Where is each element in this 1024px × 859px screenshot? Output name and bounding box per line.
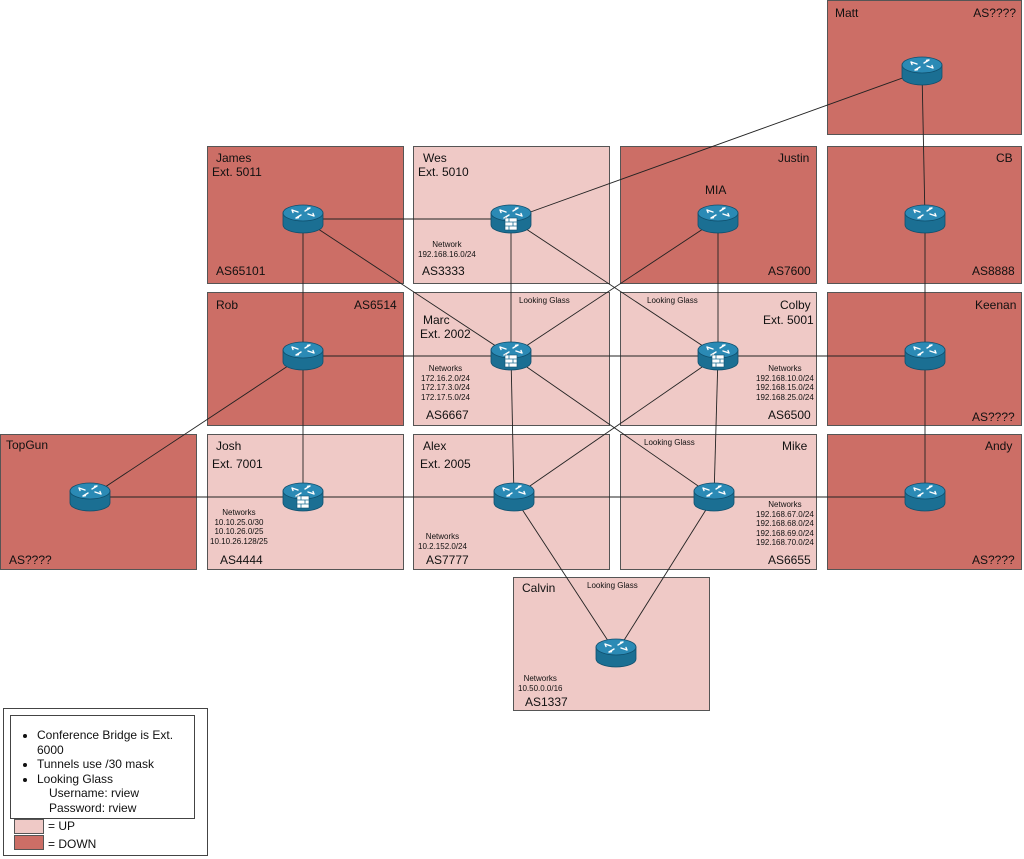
box-networks-colby: Networks 192.168.10.0/24 192.168.15.0/24…	[756, 364, 814, 402]
router-icon-matt[interactable]	[899, 54, 945, 93]
box-as-cb: AS8888	[972, 264, 1015, 278]
legend-swatch-up	[14, 819, 44, 834]
box-as-alex: AS7777	[426, 553, 469, 567]
box-ext-james: Ext. 5011	[212, 165, 262, 179]
legend-swatch-down	[14, 835, 44, 850]
legend: Conference Bridge is Ext. 6000 Tunnels u…	[3, 708, 208, 856]
box-as-andy: AS????	[972, 553, 1015, 567]
box-networks-calvin: Networks 10.50.0.0/16	[518, 674, 563, 693]
box-as-james: AS65101	[216, 264, 266, 278]
box-name-mike: Mike	[782, 439, 808, 453]
box-as-mike: AS6655	[768, 553, 811, 567]
box-name-matt: Matt	[835, 6, 859, 20]
box-as-josh: AS4444	[220, 553, 263, 567]
legend-username: Username: rview	[49, 786, 140, 800]
box-name-keenan: Keenan	[975, 298, 1017, 312]
router-icon-justin[interactable]	[695, 202, 741, 241]
box-name-calvin: Calvin	[522, 581, 556, 595]
box-name-rob: Rob	[216, 298, 239, 312]
box-name-topgun: TopGun	[6, 438, 49, 452]
router-icon-andy[interactable]	[902, 480, 948, 519]
box-as-keenan: AS????	[972, 410, 1015, 424]
box-name-andy: Andy	[985, 439, 1013, 453]
router-icon-mike[interactable]	[691, 480, 737, 519]
legend-note-looking-glass: Looking Glass Username: rview Password: …	[37, 772, 194, 816]
box-name-wes: Wes	[423, 151, 447, 165]
box-as-wes: AS3333	[422, 264, 465, 278]
router-icon-cb[interactable]	[902, 202, 948, 241]
legend-note-conference: Conference Bridge is Ext. 6000	[37, 728, 194, 757]
box-name-marc: Marc	[423, 313, 450, 327]
box-name-alex: Alex	[423, 439, 447, 453]
box-as-marc: AS6667	[426, 408, 469, 422]
box-as-justin: AS7600	[768, 264, 811, 278]
router-icon-calvin[interactable]	[593, 636, 639, 675]
router-icon-alex[interactable]	[491, 480, 537, 519]
box-ext-alex: Ext. 2005	[420, 457, 471, 471]
box-ext-colby: Ext. 5001	[763, 313, 814, 327]
box-ext-marc: Ext. 2002	[420, 327, 471, 341]
looking-glass-label-calvin: Looking Glass	[587, 581, 638, 590]
legend-down-label: = DOWN	[48, 837, 97, 851]
box-ext-wes: Ext. 5010	[418, 165, 469, 179]
box-as-calvin: AS1337	[525, 695, 568, 709]
box-name-cb: CB	[996, 151, 1013, 165]
looking-glass-label-mike: Looking Glass	[644, 438, 695, 447]
router-icon-rob[interactable]	[280, 339, 326, 378]
box-name-colby: Colby	[780, 298, 811, 312]
box-as-rob: AS6514	[354, 298, 397, 312]
box-networks-marc: Networks 172.16.2.0/24 172.17.3.0/24 172…	[421, 364, 470, 402]
box-as-matt: AS????	[973, 6, 1016, 20]
box-as-colby: AS6500	[768, 408, 811, 422]
router-firewall-icon-colby[interactable]	[695, 339, 741, 378]
legend-notes: Conference Bridge is Ext. 6000 Tunnels u…	[10, 715, 195, 819]
legend-up-label: = UP	[48, 819, 76, 833]
box-name-james: James	[216, 151, 252, 165]
legend-password: Password: rview	[49, 800, 137, 815]
router-firewall-icon-josh[interactable]	[280, 480, 326, 519]
box-networks-mike: Networks 192.168.67.0/24 192.168.68.0/24…	[756, 500, 814, 547]
box-sublabel-justin: MIA	[705, 183, 727, 197]
box-name-justin: Justin	[778, 151, 810, 165]
router-icon-topgun[interactable]	[67, 480, 113, 519]
box-networks-alex: Networks 10.2.152.0/24	[418, 532, 467, 551]
router-icon-james[interactable]	[280, 202, 326, 241]
looking-glass-label-marc: Looking Glass	[519, 296, 570, 305]
legend-note-tunnels: Tunnels use /30 mask	[37, 757, 194, 772]
box-name-josh: Josh	[216, 439, 242, 453]
looking-glass-label-colby: Looking Glass	[647, 296, 698, 305]
router-icon-keenan[interactable]	[902, 339, 948, 378]
box-as-topgun: AS????	[9, 553, 52, 567]
box-ext-josh: Ext. 7001	[212, 457, 263, 471]
router-firewall-icon-marc[interactable]	[488, 339, 534, 378]
box-networks-josh: Networks 10.10.25.0/30 10.10.26.0/25 10.…	[210, 508, 268, 546]
router-firewall-icon-wes[interactable]	[488, 202, 534, 241]
box-networks-wes: Network 192.168.16.0/24	[418, 240, 476, 259]
